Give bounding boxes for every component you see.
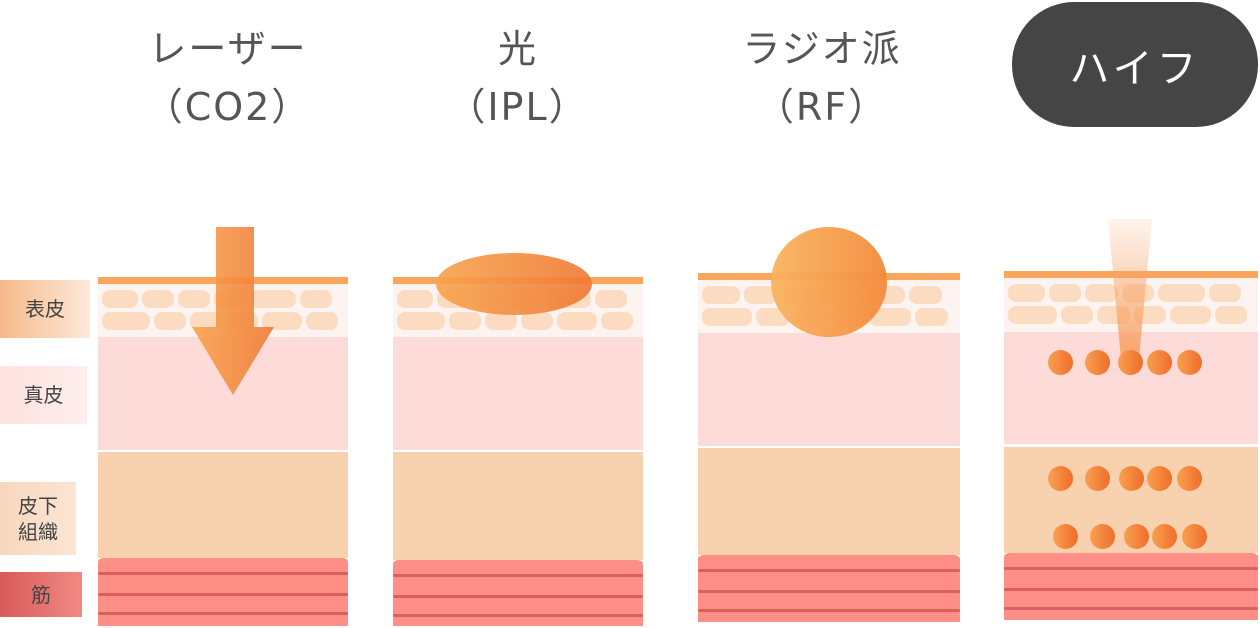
- label-muscle: 筋: [0, 572, 82, 617]
- subcutaneous-layer: [98, 452, 348, 558]
- rf-energy-circle-icon: [771, 227, 887, 337]
- muscle-layer: [393, 560, 643, 626]
- muscle-fiber: [698, 590, 960, 593]
- skin-cell: [102, 290, 138, 308]
- method-name: ラジオ派: [742, 27, 902, 71]
- muscle-fiber: [698, 569, 960, 572]
- hifu-focal-point-icon: [1152, 524, 1177, 549]
- ipl-light-ellipse-icon: [436, 253, 592, 315]
- hifu-focal-point-icon: [1177, 466, 1202, 491]
- hifu-focal-point-icon: [1090, 524, 1115, 549]
- hifu-focal-point-icon: [1118, 350, 1143, 375]
- muscle-fiber: [393, 574, 643, 577]
- method-sub: （RF）: [755, 85, 889, 129]
- skin-cell: [1208, 284, 1242, 302]
- laser-arrow-icon: [192, 227, 274, 395]
- skin-cell: [178, 290, 210, 308]
- dermis-layer: [393, 337, 643, 450]
- skin-cell: [142, 290, 174, 308]
- subcutaneous-layer: [698, 448, 960, 555]
- skin-cell: [1008, 284, 1045, 302]
- skin-cell: [908, 286, 943, 304]
- dermis-layer: [698, 333, 960, 446]
- label-line: 組織: [18, 519, 58, 544]
- skin-cell: [154, 312, 186, 330]
- skin-cell: [868, 308, 911, 326]
- skin-cell: [300, 290, 332, 308]
- muscle-fiber: [393, 595, 643, 598]
- hifu-focal-point-icon: [1177, 350, 1202, 375]
- skin-cell: [485, 312, 517, 330]
- hifu-focal-point-icon: [1085, 466, 1110, 491]
- muscle-fiber: [1004, 607, 1258, 610]
- muscle-fiber: [98, 572, 348, 575]
- skin-cell: [262, 312, 302, 330]
- skin-cell: [397, 290, 433, 308]
- title-radio: ラジオ派 （RF）: [702, 20, 942, 136]
- muscle-layer: [1004, 553, 1258, 620]
- method-sub: （CO2）: [144, 85, 312, 129]
- muscle-fiber: [1004, 588, 1258, 591]
- subcutaneous-layer: [393, 452, 643, 560]
- skin-diagram-light: [393, 277, 643, 626]
- method-name: 光: [497, 27, 538, 71]
- skin-cell: [521, 312, 553, 330]
- label-dermis: 真皮: [0, 366, 87, 424]
- muscle-layer: [98, 558, 348, 626]
- hifu-focal-point-icon: [1048, 466, 1073, 491]
- hifu-focal-point-icon: [1085, 350, 1110, 375]
- skin-cell: [702, 308, 753, 326]
- title-light: 光 （IPL）: [398, 20, 638, 136]
- label-epidermis: 表皮: [0, 280, 90, 338]
- skin-cell: [1060, 306, 1094, 324]
- label-subcutaneous: 皮下 組織: [0, 482, 76, 555]
- muscle-layer: [698, 555, 960, 622]
- skin-cell: [397, 312, 445, 330]
- skin-cell: [190, 312, 222, 330]
- title-laser: レーザー （CO2）: [108, 20, 348, 136]
- skin-cell: [595, 290, 627, 308]
- skin-cell: [601, 312, 633, 330]
- hifu-focal-point-icon: [1182, 524, 1207, 549]
- muscle-fiber: [698, 609, 960, 612]
- title-hifu-highlight: ハイフ: [1012, 2, 1258, 127]
- skin-cell: [306, 312, 338, 330]
- hifu-focal-point-icon: [1048, 350, 1073, 375]
- method-name: レーザー: [148, 27, 308, 71]
- hifu-focal-point-icon: [1124, 524, 1149, 549]
- skin-cell: [1085, 284, 1118, 302]
- skin-cell: [449, 312, 481, 330]
- skin-cell: [557, 312, 597, 330]
- hifu-focal-point-icon: [1147, 466, 1172, 491]
- method-sub: （IPL）: [447, 85, 589, 129]
- skin-cell: [1048, 284, 1082, 302]
- muscle-fiber: [98, 593, 348, 596]
- hifu-focal-point-icon: [1053, 524, 1078, 549]
- muscle-fiber: [98, 612, 348, 615]
- label-line: 皮下: [18, 493, 58, 518]
- hifu-focal-point-icon: [1147, 350, 1172, 375]
- method-name: ハイフ: [1069, 45, 1201, 92]
- hifu-focal-point-icon: [1119, 466, 1144, 491]
- skin-cell: [102, 312, 150, 330]
- skin-cell: [702, 286, 740, 304]
- muscle-fiber: [393, 614, 643, 617]
- skin-cell: [743, 286, 778, 304]
- skin-cell: [1158, 284, 1205, 302]
- skin-cell: [1214, 306, 1248, 324]
- skin-cell: [914, 308, 949, 326]
- muscle-fiber: [1004, 567, 1258, 570]
- skin-cell: [1170, 306, 1211, 324]
- skin-cell: [250, 290, 296, 308]
- skin-cell: [1008, 306, 1057, 324]
